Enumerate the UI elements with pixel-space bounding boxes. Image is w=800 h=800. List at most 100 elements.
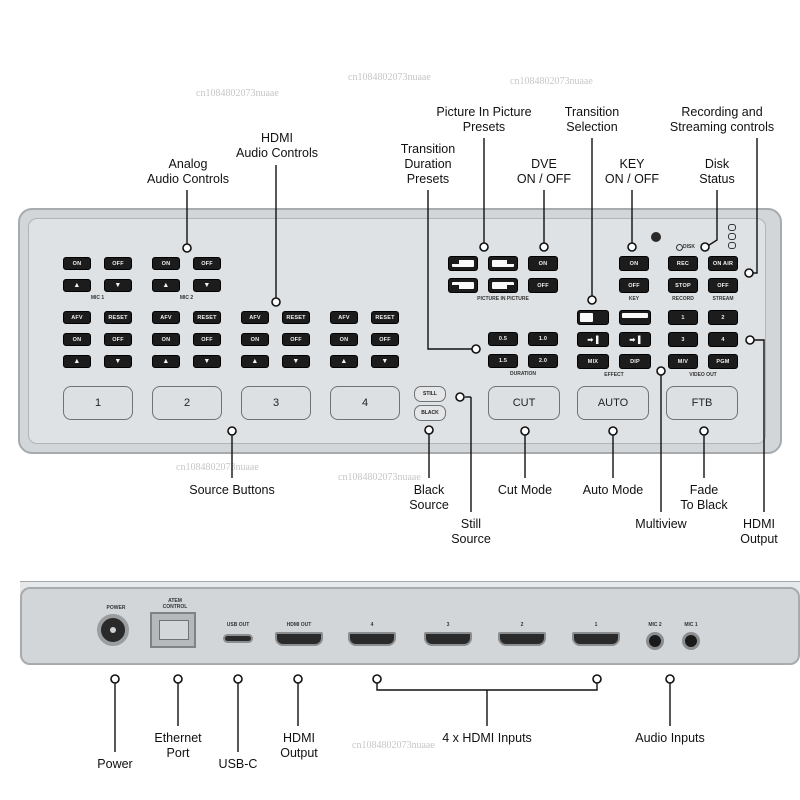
duration-2-0-button[interactable]: 2.0 — [528, 354, 558, 368]
hdmi4-off-button[interactable]: OFF — [371, 333, 399, 346]
source-button-3[interactable]: 3 — [241, 386, 311, 420]
callout-disk-status: Disk Status — [699, 157, 735, 186]
key-on-button[interactable]: ON — [619, 256, 649, 271]
hdmi2-up-button[interactable]: ▲ — [152, 355, 180, 368]
duration-1-0-button[interactable]: 1.0 — [528, 332, 558, 346]
arrow-right-icon: ➡▐ — [587, 336, 599, 344]
mic2-label: MIC 2 — [179, 295, 194, 301]
pip-preset-4-button[interactable] — [488, 278, 518, 293]
callout-key-on-off: KEY ON / OFF — [604, 157, 660, 186]
hdmi2-on-button[interactable]: ON — [152, 333, 180, 346]
transition-push-right-button[interactable]: ➡▐ — [619, 332, 651, 347]
source-button-2[interactable]: 2 — [152, 386, 222, 420]
hdmi-in-4-label: 4 — [370, 622, 374, 628]
callout-recording-streaming-controls: Recording and Streaming controls — [669, 105, 775, 134]
video-out-1-button[interactable]: 1 — [668, 310, 698, 325]
hdmi1-afv-button[interactable]: AFV — [63, 311, 91, 324]
callout-still-source: Still Source — [451, 517, 491, 546]
dve-transition-icon — [580, 313, 593, 322]
hdmi-out-label: HDMI OUT — [286, 622, 312, 628]
hdmi4-up-button[interactable]: ▲ — [330, 355, 358, 368]
hdmi1-up-button[interactable]: ▲ — [63, 355, 91, 368]
mic1-down-button[interactable]: ▼ — [104, 279, 132, 292]
hdmi3-reset-button[interactable]: RESET — [282, 311, 310, 324]
callout-transition-duration-presets: Transition Duration Presets — [400, 142, 456, 186]
hdmi2-reset-button[interactable]: RESET — [193, 311, 221, 324]
watermark: cn1084802073nuaae — [510, 76, 593, 87]
hdmi3-on-button[interactable]: ON — [241, 333, 269, 346]
video-out-4-button[interactable]: 4 — [708, 332, 738, 347]
watermark: cn1084802073nuaae — [196, 88, 279, 99]
callout-usb-c: USB-C — [218, 757, 258, 771]
hdmi1-reset-button[interactable]: RESET — [104, 311, 132, 324]
mic1-off-button[interactable]: OFF — [104, 257, 132, 270]
mic1-up-button[interactable]: ▲ — [63, 279, 91, 292]
hdmi4-afv-button[interactable]: AFV — [330, 311, 358, 324]
video-out-3-button[interactable]: 3 — [668, 332, 698, 347]
hdmi1-on-button[interactable]: ON — [63, 333, 91, 346]
hdmi3-off-button[interactable]: OFF — [282, 333, 310, 346]
hdmi1-off-button[interactable]: OFF — [104, 333, 132, 346]
transition-dve-button[interactable] — [577, 310, 609, 325]
mic2-down-button[interactable]: ▼ — [193, 279, 221, 292]
record-rec-button[interactable]: REC — [668, 256, 698, 271]
source-button-1[interactable]: 1 — [63, 386, 133, 420]
mic1-rear-label: MIC 1 — [684, 622, 698, 628]
video-out-pgm-button[interactable]: PGM — [708, 354, 738, 369]
hdmi3-up-button[interactable]: ▲ — [241, 355, 269, 368]
hdmi1-down-button[interactable]: ▼ — [104, 355, 132, 368]
source-button-4[interactable]: 4 — [330, 386, 400, 420]
mic1-on-button[interactable]: ON — [63, 257, 91, 270]
pip-preset-3-button[interactable] — [448, 278, 478, 293]
hdmi3-down-button[interactable]: ▼ — [282, 355, 310, 368]
auto-button[interactable]: AUTO — [577, 386, 649, 420]
ethernet-icon — [159, 620, 189, 640]
pip-preset-2-button[interactable] — [488, 256, 518, 271]
stream-on-air-button[interactable]: ON AIR — [708, 256, 738, 271]
mic2-up-button[interactable]: ▲ — [152, 279, 180, 292]
transition-key-button[interactable] — [619, 310, 651, 325]
video-out-mv-button[interactable]: M/V — [668, 354, 698, 369]
duration-1-5-button[interactable]: 1.5 — [488, 354, 518, 368]
hdmi-in-2-label: 2 — [520, 622, 524, 628]
mic2-off-button[interactable]: OFF — [193, 257, 221, 270]
stream-off-button[interactable]: OFF — [708, 278, 738, 293]
pip-off-button[interactable]: OFF — [528, 278, 558, 293]
ftb-button[interactable]: FTB — [666, 386, 738, 420]
key-off-button[interactable]: OFF — [619, 278, 649, 293]
duration-0-5-button[interactable]: 0.5 — [488, 332, 518, 346]
cut-button[interactable]: CUT — [488, 386, 560, 420]
watermark: cn1084802073nuaae — [176, 462, 259, 473]
mic2-rear-label: MIC 2 — [648, 622, 662, 628]
callout-audio-inputs: Audio Inputs — [635, 731, 705, 745]
callout-dve-on-off: DVE ON / OFF — [516, 157, 572, 186]
watermark: cn1084802073nuaae — [338, 472, 421, 483]
black-button[interactable]: BLACK — [414, 405, 446, 421]
ethernet-port — [150, 612, 196, 648]
hdmi-out-port — [275, 632, 323, 646]
hdmi2-afv-button[interactable]: AFV — [152, 311, 180, 324]
record-stop-button[interactable]: STOP — [668, 278, 698, 293]
mic2-jack — [646, 632, 664, 650]
video-out-2-button[interactable]: 2 — [708, 310, 738, 325]
disk-led-icon — [676, 244, 683, 251]
power-socket — [97, 614, 129, 646]
pip-preset-1-button[interactable] — [448, 256, 478, 271]
key-label: KEY — [628, 296, 640, 302]
hdmi2-down-button[interactable]: ▼ — [193, 355, 221, 368]
hdmi-in-4-port — [348, 632, 396, 646]
transition-push-left-button[interactable]: ➡▐ — [577, 332, 609, 347]
hdmi4-down-button[interactable]: ▼ — [371, 355, 399, 368]
effect-mix-button[interactable]: MIX — [577, 354, 609, 369]
hdmi2-off-button[interactable]: OFF — [193, 333, 221, 346]
hdmi-in-1-port — [572, 632, 620, 646]
hdmi4-on-button[interactable]: ON — [330, 333, 358, 346]
effect-dip-button[interactable]: DIP — [619, 354, 651, 369]
callout-source-buttons: Source Buttons — [189, 483, 275, 497]
pip-on-button[interactable]: ON — [528, 256, 558, 271]
hdmi3-afv-button[interactable]: AFV — [241, 311, 269, 324]
still-button[interactable]: STILL — [414, 386, 446, 402]
mic2-on-button[interactable]: ON — [152, 257, 180, 270]
logo-icon — [651, 232, 661, 242]
hdmi4-reset-button[interactable]: RESET — [371, 311, 399, 324]
